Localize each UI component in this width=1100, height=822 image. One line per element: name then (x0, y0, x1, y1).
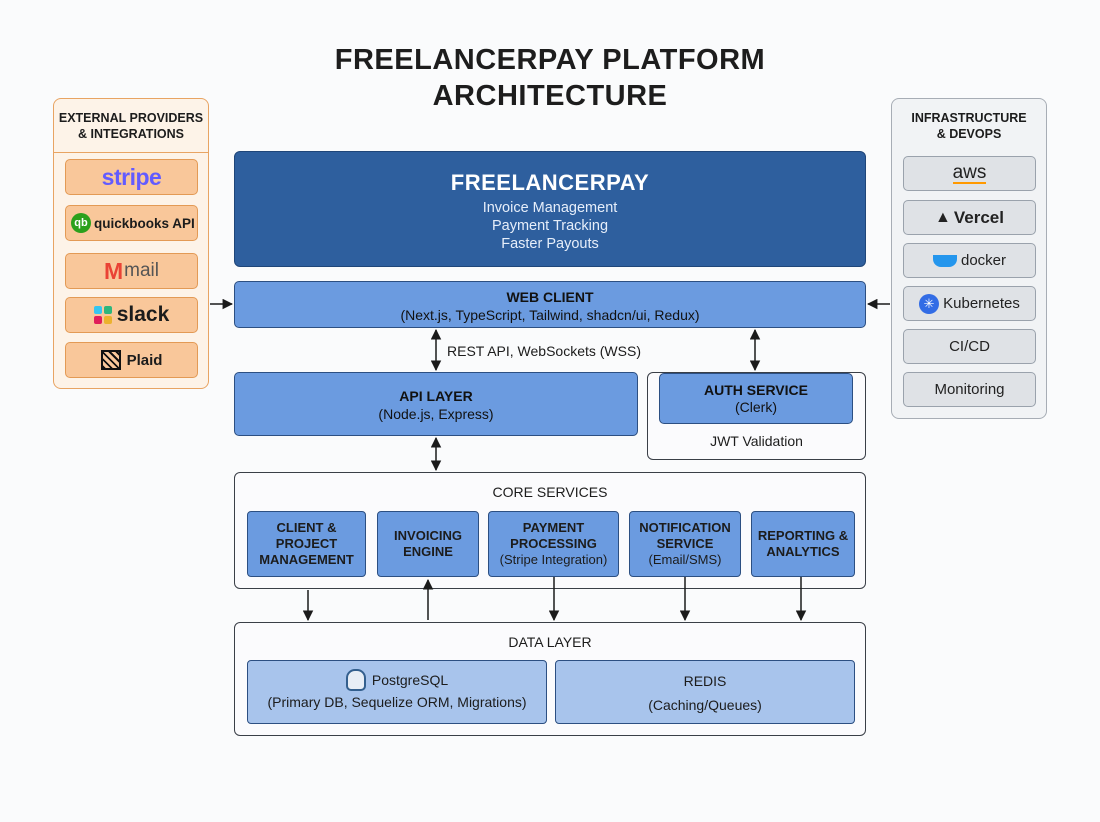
feature-faster-payouts: Faster Payouts (501, 236, 599, 252)
connection-label: REST API, WebSockets (WSS) (447, 343, 641, 359)
brand-name: FREELANCERPAY (450, 170, 650, 195)
cicd-item: CI/CD (903, 329, 1036, 364)
plaid-provider: Plaid (65, 342, 198, 378)
api-layer-box: API LAYER (Node.js, Express) (234, 372, 638, 436)
auth-service-container: AUTH SERVICE (Clerk) JWT Validation (647, 372, 866, 460)
api-layer-stack: (Node.js, Express) (378, 406, 494, 422)
auth-service-label: AUTH SERVICE (704, 382, 808, 398)
service-notification: NOTIFICATION SERVICE (Email/SMS) (629, 511, 741, 577)
vercel-icon: ▲ (935, 208, 951, 226)
web-client-label: WEB CLIENT (506, 289, 594, 305)
postgresql-box: PostgreSQL (Primary DB, Sequelize ORM, M… (247, 660, 547, 724)
docker-item: docker (903, 243, 1036, 278)
auth-service-box: AUTH SERVICE (Clerk) (659, 373, 853, 424)
web-client-box: WEB CLIENT (Next.js, TypeScript, Tailwin… (234, 281, 866, 328)
web-client-stack: (Next.js, TypeScript, Tailwind, shadcn/u… (400, 307, 700, 323)
jwt-validation-note: JWT Validation (710, 433, 803, 449)
freelancerpay-banner: FREELANCERPAY Invoice Management Payment… (234, 151, 866, 267)
redis-detail: (Caching/Queues) (648, 697, 762, 713)
stripe-logo: stripe (101, 163, 162, 190)
api-layer-label: API LAYER (399, 388, 473, 404)
kubernetes-item: ✳ Kubernetes (903, 286, 1036, 321)
redis-box: REDIS (Caching/Queues) (555, 660, 855, 724)
page-title: FREELANCERPAY PLATFORM ARCHITECTURE (334, 44, 766, 112)
external-providers-panel: EXTERNAL PROVIDERS & INTEGRATIONS stripe… (53, 98, 209, 389)
postgresql-elephant-icon (345, 669, 366, 691)
plaid-icon (100, 350, 121, 370)
gmail-icon: M (103, 257, 124, 284)
postgresql-detail: (Primary DB, Sequelize ORM, Migrations) (267, 694, 527, 710)
auth-provider: (Clerk) (735, 399, 777, 415)
aws-logo: aws (952, 161, 987, 184)
feature-invoice-management: Invoice Management (482, 200, 618, 216)
core-services-container: CORE SERVICES CLIENT & PROJECT MANAGEMEN… (234, 472, 866, 589)
stripe-provider: stripe (65, 159, 198, 195)
core-services-label: CORE SERVICES (492, 484, 608, 500)
service-invoicing-engine: INVOICING ENGINE (377, 511, 479, 577)
quickbooks-icon: qb (71, 213, 91, 233)
quickbooks-provider: qb quickbooks API (65, 205, 198, 241)
data-layer-container: DATA LAYER PostgreSQL (Primary DB, Seque… (234, 622, 866, 736)
infrastructure-heading: INFRASTRUCTURE & DEVOPS (911, 111, 1027, 141)
aws-item: aws (903, 156, 1036, 191)
data-layer-label: DATA LAYER (508, 634, 592, 650)
service-reporting-analytics: REPORTING & ANALYTICS (751, 511, 855, 577)
infrastructure-panel: INFRASTRUCTURE & DEVOPS aws ▲ Vercel doc… (891, 98, 1047, 419)
vercel-item: ▲ Vercel (903, 200, 1036, 235)
slack-icon (93, 306, 112, 324)
redis-label: REDIS (683, 673, 727, 689)
monitoring-item: Monitoring (903, 372, 1036, 407)
service-payment-processing: PAYMENT PROCESSING (Stripe Integration) (488, 511, 619, 577)
feature-payment-tracking: Payment Tracking (491, 218, 609, 234)
external-providers-heading: EXTERNAL PROVIDERS & INTEGRATIONS (54, 99, 208, 153)
service-client-project-management: CLIENT & PROJECT MANAGEMENT (247, 511, 366, 577)
docker-icon (932, 254, 957, 267)
kubernetes-icon: ✳ (919, 293, 940, 314)
gmail-provider: M mail (65, 253, 198, 289)
slack-provider: slack (65, 297, 198, 333)
